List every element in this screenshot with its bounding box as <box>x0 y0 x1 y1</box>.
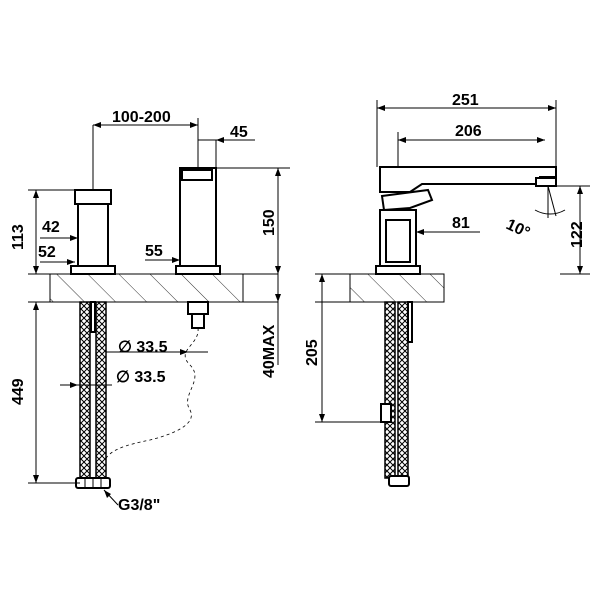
dim-handle-height: 113 <box>10 224 27 250</box>
dim-spout-base: 55 <box>145 243 163 260</box>
handle-hoses <box>75 301 111 489</box>
handle-unit <box>70 189 116 275</box>
dim-reach-total: 251 <box>452 92 479 109</box>
right-dimension-lines <box>315 100 590 423</box>
dim-deck-max: 40MAX <box>261 324 278 378</box>
dim-spout-angle: 10° <box>503 216 532 242</box>
dim-spout-width: 45 <box>230 124 248 141</box>
side-mixer <box>375 166 557 487</box>
dim-spout-height: 122 <box>569 221 586 248</box>
flex-hose <box>104 327 199 461</box>
dim-hole-dia-1: ∅ 33.5 <box>118 339 168 356</box>
dim-reach-spout: 206 <box>455 123 482 140</box>
dim-connection: G3/8" <box>118 497 160 514</box>
dim-side-hose-length: 205 <box>304 339 321 366</box>
spout-unit <box>175 167 221 329</box>
left-countertop <box>49 273 278 303</box>
left-dimension-lines <box>28 118 290 506</box>
dim-hose-length: 449 <box>10 378 27 405</box>
dim-hole-dia-2: ∅ 33.5 <box>116 369 166 386</box>
right-countertop <box>315 273 445 303</box>
dim-handle-base: 52 <box>38 244 56 261</box>
dim-spread: 100-200 <box>112 109 171 126</box>
dim-body-height: 150 <box>261 209 278 236</box>
dim-lever-depth: 81 <box>452 215 470 232</box>
dim-handle-dia: 42 <box>42 219 60 236</box>
